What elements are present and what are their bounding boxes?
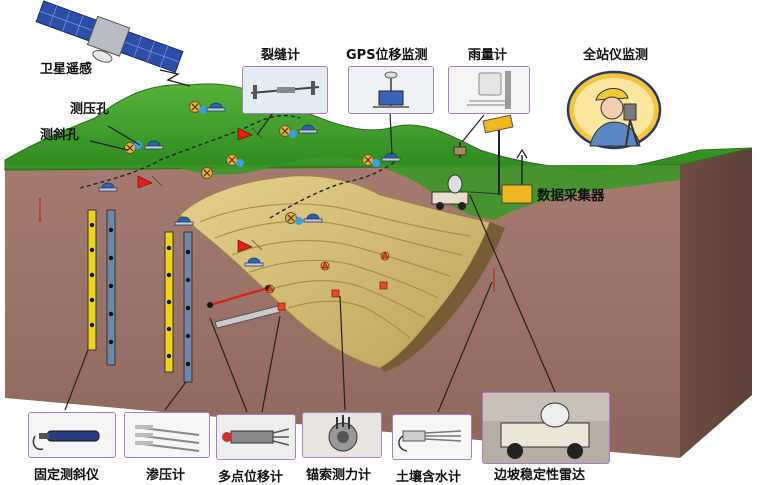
extensometer-icon xyxy=(217,415,295,459)
inclinometer-icon xyxy=(29,413,115,457)
caption-soil-moisture-meter: 土壤含水计 xyxy=(396,470,462,485)
dynamometer-icon xyxy=(303,413,381,457)
label-inclinometer-hole: 测斜孔 xyxy=(40,128,80,143)
caption-anchor-dynamometer: 锚索测力计 xyxy=(306,468,372,483)
thumb-gps xyxy=(348,66,434,114)
label-total-station: 全站仪监测 xyxy=(583,48,649,63)
caption-fixed-inclinometer: 固定测斜仪 xyxy=(34,468,100,483)
prism-flags xyxy=(137,127,263,253)
thumb-osmometer xyxy=(124,412,210,458)
label-rain-gauge: 雨量计 xyxy=(468,48,508,63)
label-satellite: 卫星遥感 xyxy=(40,62,93,77)
callout-lines xyxy=(64,109,556,413)
label-data-collector: 数据采集器 xyxy=(537,188,605,204)
surveyor-icon xyxy=(566,70,662,150)
rain-gauge-icon xyxy=(449,67,529,113)
surface-probes xyxy=(39,198,495,292)
boreholes xyxy=(87,209,193,383)
gps-station-icon xyxy=(349,67,433,113)
thumb-fixed-inclinometer xyxy=(28,412,116,458)
satellite-icon xyxy=(35,0,184,73)
soil-moisture-icon xyxy=(393,415,471,459)
thumb-anchor-dynamometer xyxy=(302,412,382,458)
station-equipment xyxy=(431,114,533,210)
radar-truck-icon xyxy=(483,393,609,463)
surface-instruments xyxy=(98,101,401,267)
thumb-slope-radar xyxy=(482,392,610,464)
total-station-badge xyxy=(566,70,662,150)
label-crack-meter: 裂缝计 xyxy=(261,48,301,63)
grass-rim xyxy=(5,155,680,220)
caption-osmometer: 渗压计 xyxy=(146,468,186,483)
signal-zigzag xyxy=(159,69,191,87)
caption-multipoint-extensometer: 多点位移计 xyxy=(218,470,284,485)
dashed-route-2 xyxy=(269,161,396,219)
thumb-rain-gauge xyxy=(448,66,530,114)
soil-side xyxy=(680,148,752,458)
anchor-markers xyxy=(265,251,390,311)
dashed-route xyxy=(79,114,301,189)
crack-meter-icon xyxy=(243,67,327,113)
osmometer-icon xyxy=(125,413,209,457)
thumb-soil-moisture-meter xyxy=(392,414,472,460)
thumb-multipoint-extensometer xyxy=(216,414,296,460)
label-gps: GPS位移监测 xyxy=(346,48,428,63)
thumb-crack-meter xyxy=(242,66,328,114)
pit-shadow-wall xyxy=(380,222,505,372)
caption-slope-radar: 边坡稳定性雷达 xyxy=(494,468,586,483)
label-piezometer-hole: 测压孔 xyxy=(70,102,110,117)
pit-benches xyxy=(199,203,471,339)
